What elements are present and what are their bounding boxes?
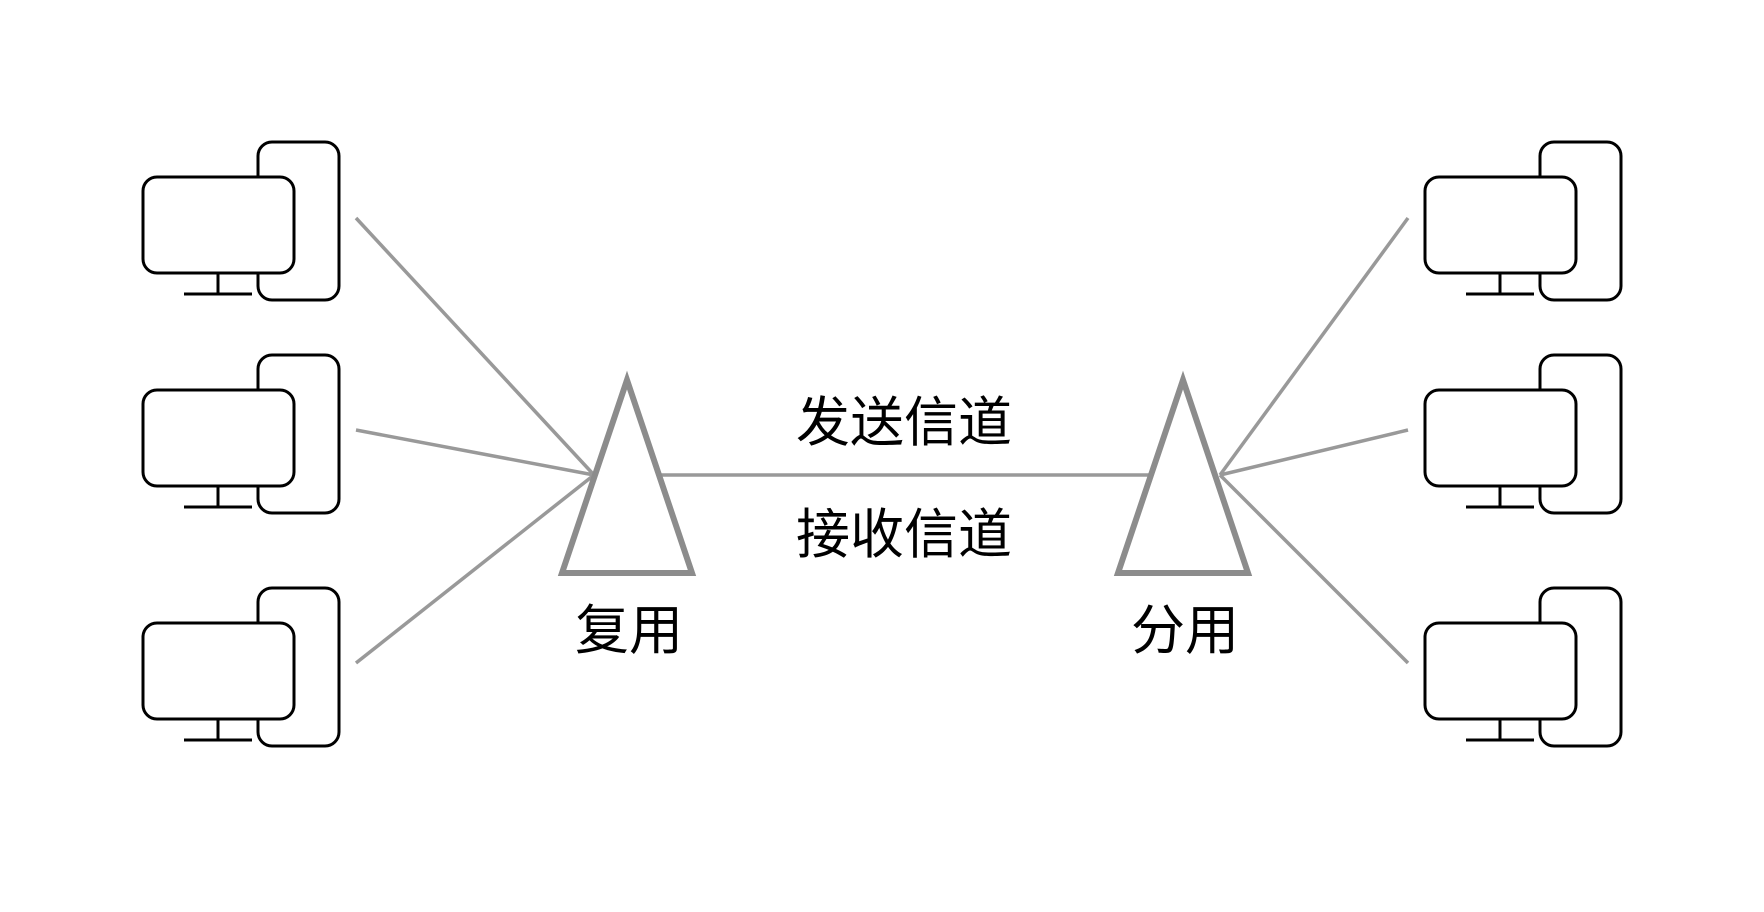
receive-channel-label: 接收信道 <box>796 503 1012 566</box>
link-left-top <box>354 216 596 477</box>
computer-icon <box>141 353 341 515</box>
send-channel-label: 发送信道 <box>796 391 1012 454</box>
demultiplexer-label: 分用 <box>1131 599 1239 662</box>
link-left-middle <box>355 428 595 477</box>
multiplexer-label: 复用 <box>575 599 683 662</box>
computer-icon <box>1423 353 1623 515</box>
computer-icon <box>141 140 341 302</box>
demultiplexer-triangle <box>1113 370 1253 576</box>
link-right-middle <box>1219 428 1409 477</box>
computer-icon <box>141 586 341 748</box>
link-right-top <box>1218 216 1410 477</box>
computer-icon <box>1423 140 1623 302</box>
link-left-bottom <box>354 473 596 665</box>
multiplexer-triangle <box>557 370 697 576</box>
computer-icon <box>1423 586 1623 748</box>
link-right-bottom <box>1218 473 1410 665</box>
